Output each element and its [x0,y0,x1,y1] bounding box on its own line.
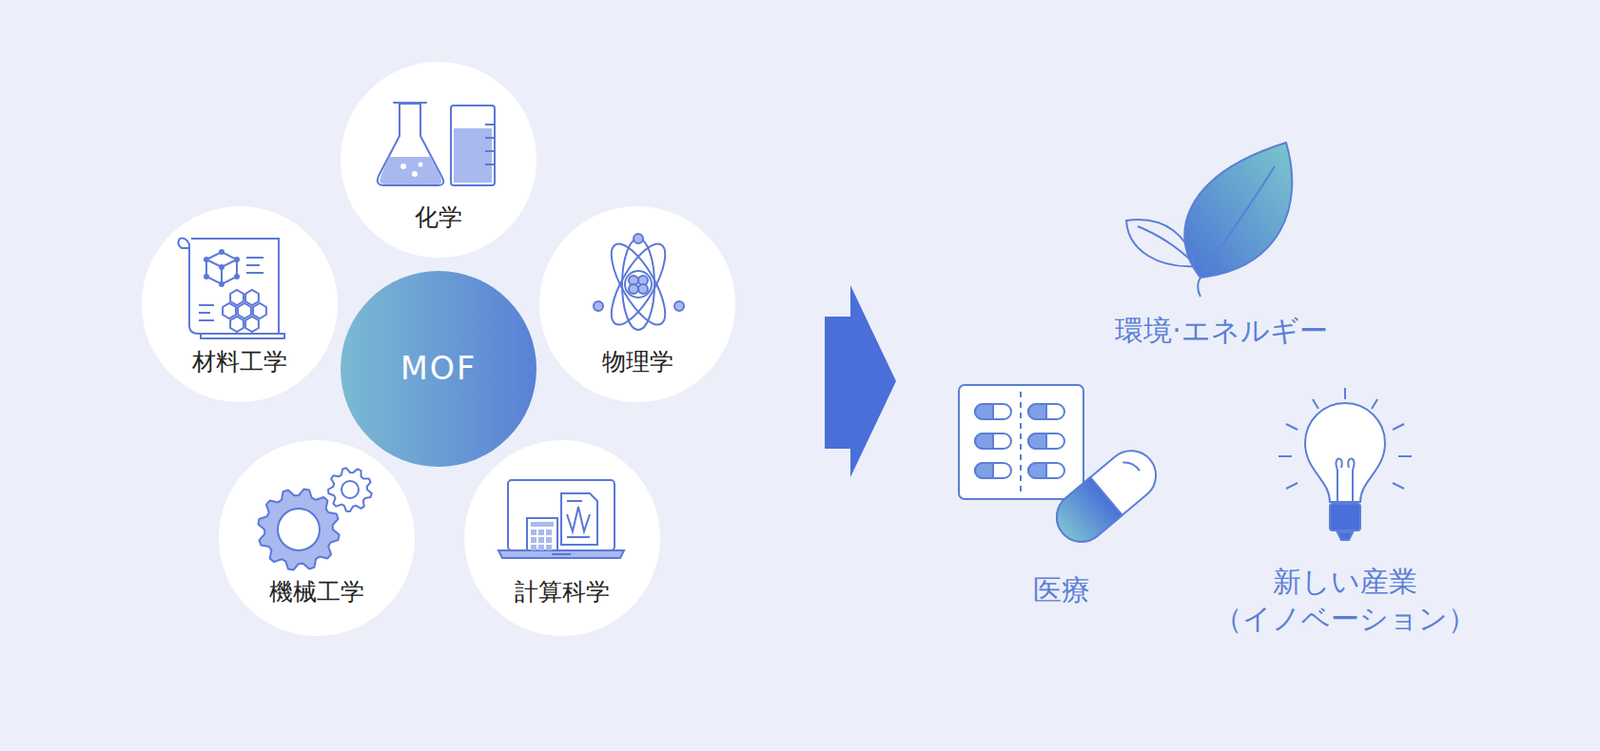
medicine-icon [958,385,1167,552]
field-circle: 計算科学 [464,440,661,637]
circle-shape [218,440,415,637]
outcome-label: 医療 [985,571,1138,609]
field-circle: 機械工学 [218,440,415,637]
circle-shape [464,440,661,637]
outcome-label: 新しい産業 （イノベーション） [1202,563,1488,638]
field-circle: 化学 [340,61,537,258]
field-label: 化学 [340,205,537,230]
leaf-icon [1126,142,1292,297]
center-circle: MOF [340,271,537,468]
bulb-icon [1278,388,1412,541]
field-label: 機械工学 [218,580,415,605]
flow-arrow [824,285,897,478]
field-circle: 材料工学 [141,206,338,403]
field-circle: 物理学 [539,206,736,403]
field-label: 計算科学 [464,580,661,605]
center-label: MOF [340,352,537,385]
field-label: 物理学 [539,350,736,374]
field-label: 材料工学 [141,350,338,374]
outcome-label: 環境·エネルギー [1069,312,1374,350]
